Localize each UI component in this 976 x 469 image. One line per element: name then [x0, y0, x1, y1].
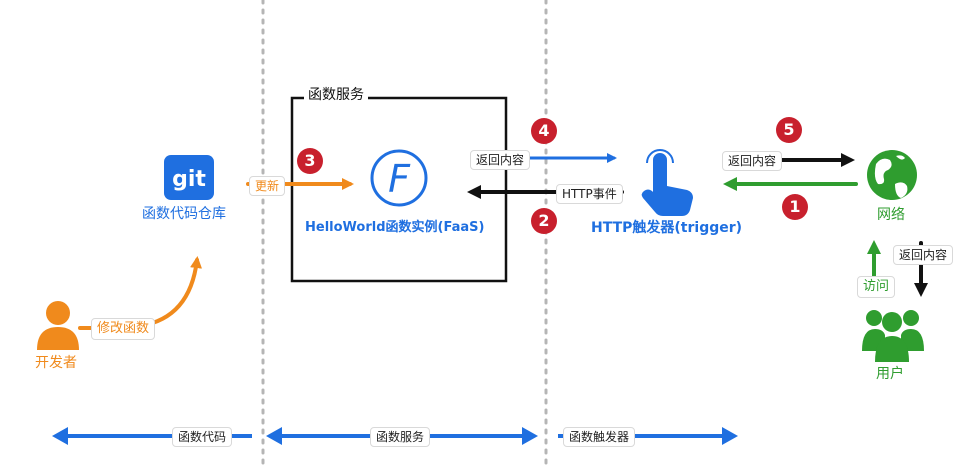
http-event-chip: HTTP事件: [556, 184, 623, 205]
network-label: 网络: [877, 207, 905, 223]
trigger-label: HTTP触发器(trigger): [591, 220, 743, 236]
footer-function-code: 函数代码: [172, 427, 233, 448]
developer-action-chip: 修改函数: [91, 318, 156, 340]
step-badge-1: 1: [782, 194, 808, 220]
users-group-icon: [862, 310, 924, 362]
footer-function-trigger: 函数触发器: [563, 427, 636, 448]
update-chip: 更新: [249, 176, 286, 197]
service-box-title: 函数服务: [304, 88, 368, 102]
developer-label: 开发者: [35, 355, 77, 371]
arrow-developer-to-repo: [138, 256, 202, 328]
developer-icon: [37, 301, 79, 350]
git-icon-text: git: [172, 167, 206, 192]
step-badge-5: 5: [776, 117, 802, 143]
users-label: 用户: [876, 366, 904, 382]
function-service-box: [290, 96, 508, 283]
return-content-chip-right: 返回内容: [722, 151, 783, 172]
return-to-users-chip: 返回内容: [893, 245, 954, 266]
visit-chip: 访问: [857, 276, 896, 298]
faas-icon-letter: F: [388, 157, 411, 201]
return-content-chip-left: 返回内容: [470, 150, 531, 171]
step-badge-2: 2: [531, 208, 557, 234]
pointer-hand-icon: [641, 149, 693, 216]
faas-instance-label: HelloWorld函数实例(FaaS): [305, 220, 485, 235]
git-repo-icon: git: [164, 155, 214, 200]
repo-label: 函数代码仓库: [142, 206, 226, 222]
faas-instance-icon: F: [370, 149, 428, 207]
step-badge-3: 3: [297, 148, 323, 174]
footer-function-service: 函数服务: [370, 427, 431, 448]
globe-icon: [867, 150, 917, 200]
step-badge-4: 4: [531, 118, 557, 144]
